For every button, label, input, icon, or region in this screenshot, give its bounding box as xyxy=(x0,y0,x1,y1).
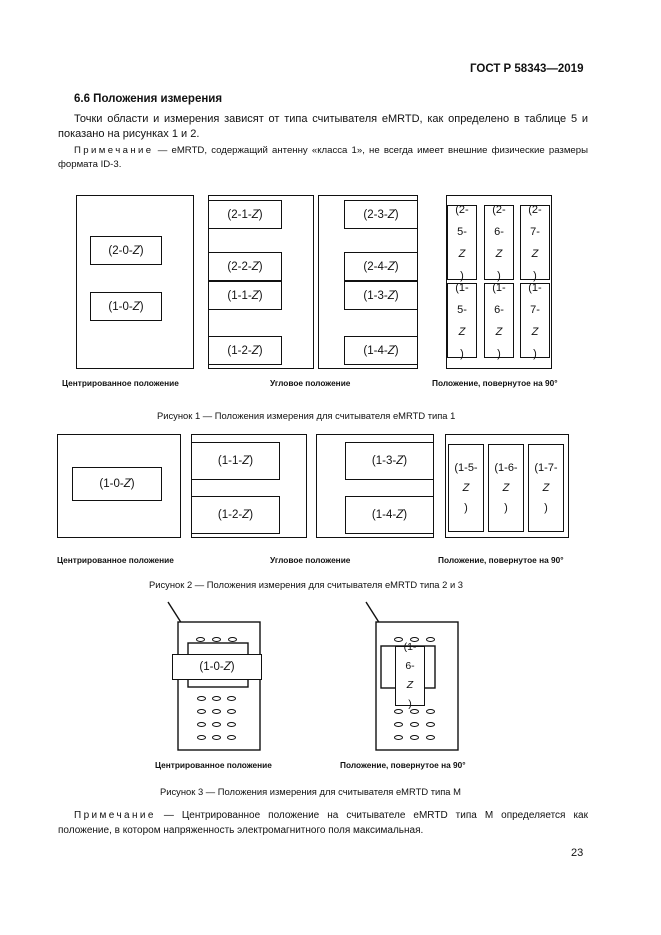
position-label: (2- 5- Z) xyxy=(447,204,477,282)
position-label: (2- 7- Z) xyxy=(520,204,550,282)
standard-header: ГОСТ Р 58343—2019 xyxy=(470,63,584,75)
position-label: (2- 6- Z) xyxy=(484,204,514,282)
position-label: (1- 6- Z) xyxy=(395,641,425,710)
note-2-prefix: Примечание xyxy=(74,810,156,821)
caption-rotated: Положение, повернутое на 90° xyxy=(438,555,564,565)
position-label: (2-1-Z) xyxy=(208,200,282,229)
position-label: (2-2-Z) xyxy=(208,252,282,281)
intro-text: Точки области и измерения зависят от тип… xyxy=(58,113,588,140)
position-label: (1-2-Z) xyxy=(208,336,282,365)
caption-centered: Центрированное положение xyxy=(62,378,179,388)
antenna xyxy=(167,601,183,625)
intro-paragraph: Точки области и измерения зависят от тип… xyxy=(58,112,588,142)
position-label: (1-3-Z) xyxy=(345,442,434,480)
position-label: (1- 6- Z) xyxy=(484,282,514,360)
position-label: (1-6- Z) xyxy=(488,444,524,532)
caption-rotated: Положение, повернутое на 90° xyxy=(432,378,558,388)
caption-centered: Центрированное положение xyxy=(57,555,174,565)
figure-2-title: Рисунок 2 — Положения измерения для счит… xyxy=(149,579,463,590)
position-label: (1-1-Z) xyxy=(208,281,282,310)
page-number: 23 xyxy=(571,847,584,859)
position-label: (1-3-Z) xyxy=(344,281,418,310)
antenna xyxy=(365,601,381,625)
position-label: (2-0-Z) xyxy=(90,236,162,265)
reader-centered xyxy=(76,195,194,369)
note-1-text: — eMRTD, содержащий антенну «класса 1», … xyxy=(58,145,588,170)
position-label: (2-3-Z) xyxy=(344,200,418,229)
position-label: (2-4-Z) xyxy=(344,252,418,281)
position-label: (1- 5- Z) xyxy=(447,282,477,360)
note-2: Примечание — Центрированное положение на… xyxy=(58,808,588,838)
caption-centered: Центрированное положение xyxy=(155,760,272,770)
figure-3-title: Рисунок 3 — Положения измерения для счит… xyxy=(160,786,461,797)
position-label: (1-4-Z) xyxy=(344,336,418,365)
position-label: (1- 7- Z) xyxy=(520,282,550,360)
position-label: (1-1-Z) xyxy=(191,442,280,480)
position-label: (1-0-Z) xyxy=(72,467,162,501)
position-label: (1-2-Z) xyxy=(191,496,280,534)
caption-rotated: Положение, повернутое на 90° xyxy=(340,760,466,770)
caption-corner: Угловое положение xyxy=(270,555,351,565)
position-label: (1-7- Z) xyxy=(528,444,564,532)
position-label: (1-0-Z) xyxy=(90,292,162,321)
figure-1-title: Рисунок 1 — Положения измерения для счит… xyxy=(157,410,456,421)
position-label: (1-5- Z) xyxy=(448,444,484,532)
caption-corner: Угловое положение xyxy=(270,378,351,388)
section-title: 6.6 Положения измерения xyxy=(74,93,223,105)
note-1: Примечание — eMRTD, содержащий антенну «… xyxy=(58,144,588,172)
position-label: (1-4-Z) xyxy=(345,496,434,534)
note-2-text: — Центрированное положение на считывател… xyxy=(58,810,588,836)
position-label: (1-0-Z) xyxy=(172,654,262,680)
note-1-prefix: Примечание xyxy=(74,145,154,156)
